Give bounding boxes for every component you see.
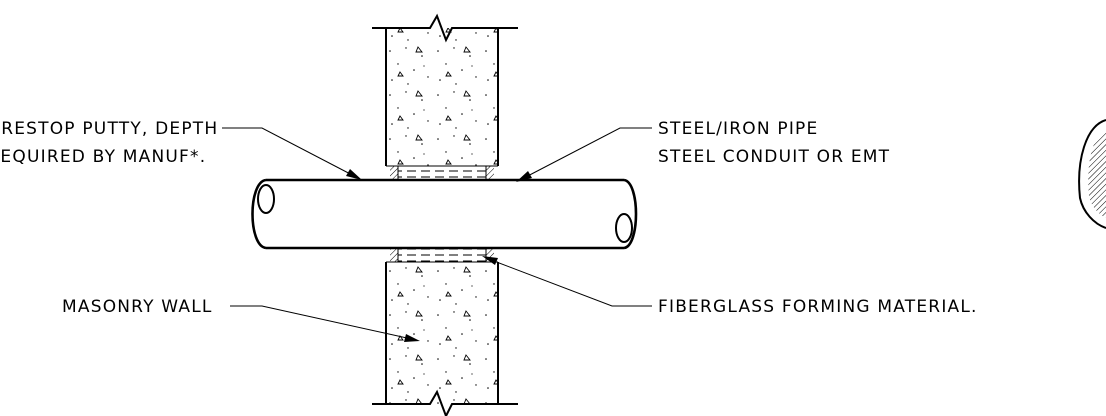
lower-annular-seal: [390, 248, 494, 262]
label-fiberglass-forming: FIBERGLASS FORMING MATERIAL.: [658, 297, 978, 317]
leader-pipe: [516, 127, 652, 182]
leader-forming: [482, 256, 652, 307]
label-masonry-wall: MASONRY WALL: [62, 297, 213, 317]
upper-masonry-wall: [372, 13, 518, 167]
label-firestop-line2: AS REQUIRED BY MANUF*.: [0, 147, 206, 167]
leader-wall: [230, 305, 420, 342]
steel-pipe: [251, 178, 638, 250]
label-pipe-line1: STEEL/IRON PIPE: [658, 119, 818, 139]
adjacent-detail-partial: [1078, 119, 1106, 229]
label-firestop-line1: FIRESTOP PUTTY, DEPTH: [0, 119, 218, 139]
upper-break-line: [372, 13, 518, 43]
label-pipe-line2: STEEL CONDUIT OR EMT: [658, 147, 890, 167]
lower-break-line: [372, 389, 518, 416]
leader-firestop: [222, 127, 362, 180]
upper-annular-seal: [390, 166, 494, 180]
lower-masonry-wall: [372, 261, 518, 416]
